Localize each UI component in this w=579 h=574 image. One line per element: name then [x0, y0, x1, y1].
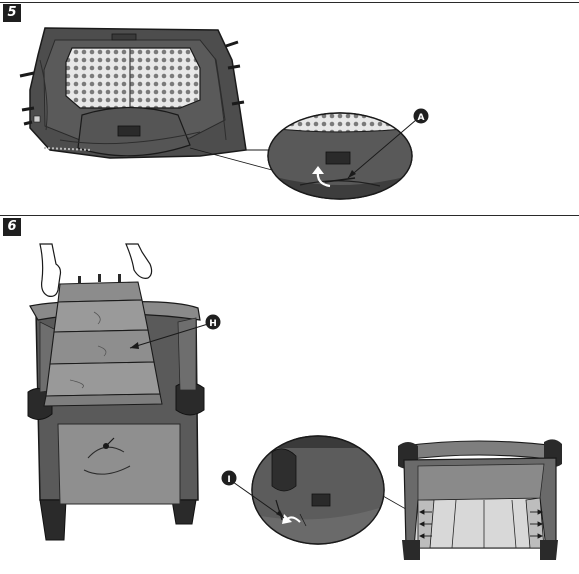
small-playard-illustration: [398, 439, 562, 560]
step-6-zoom-detail: [251, 435, 385, 545]
callout-a: A: [347, 108, 429, 179]
callout-i: I: [221, 470, 285, 519]
step-5-rule: [0, 2, 579, 4]
callout-h: H: [129, 314, 221, 349]
callout-i-label: I: [227, 475, 230, 485]
folded-playard-illustration: [19, 27, 247, 159]
callout-h-label: H: [209, 319, 217, 329]
step-6-badge: 6: [3, 218, 21, 236]
step-6-rule: [0, 215, 579, 217]
callout-a-label: A: [418, 113, 425, 123]
step-5-zoom-detail: [267, 112, 413, 200]
playard-with-mattress-illustration: [27, 243, 205, 541]
step-5-badge: 5: [3, 4, 21, 22]
